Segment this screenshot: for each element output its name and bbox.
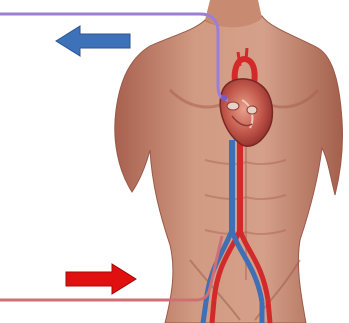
arrow-left-icon <box>56 26 130 56</box>
arrow-right-icon <box>66 264 136 294</box>
torso <box>115 0 343 323</box>
